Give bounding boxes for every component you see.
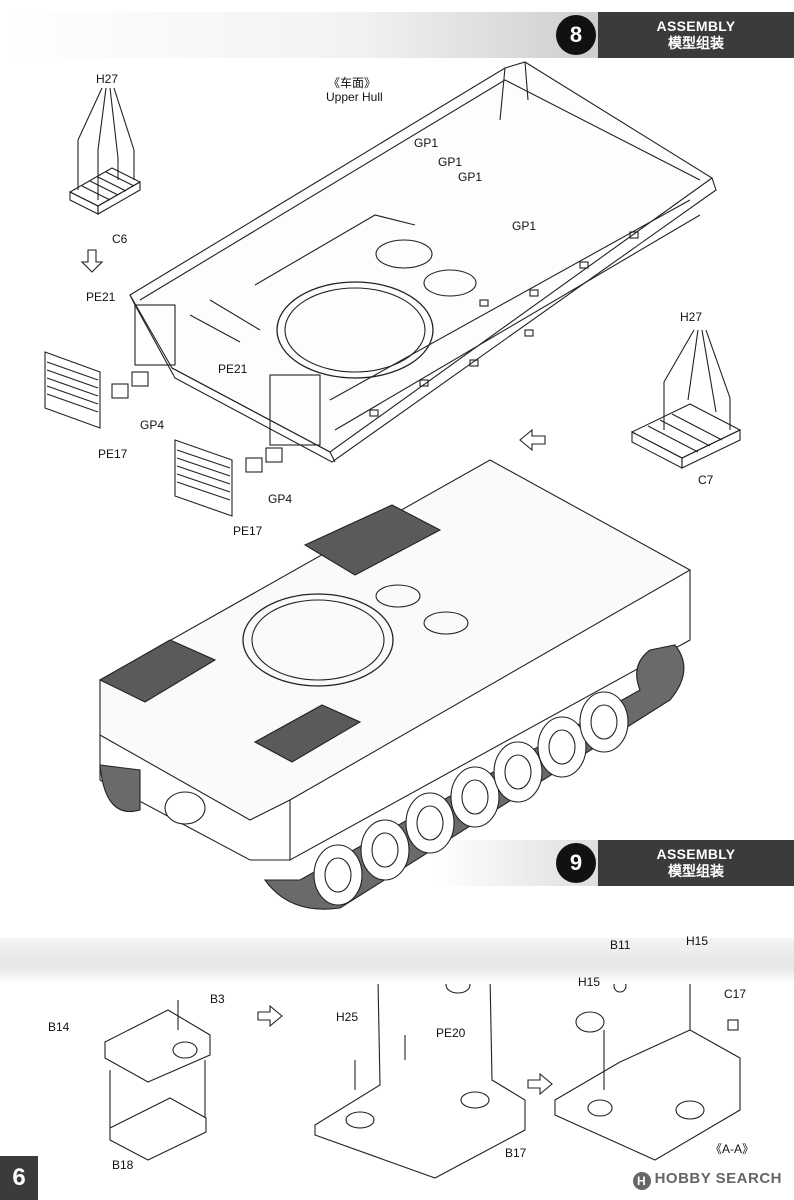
step-9-title: ASSEMBLY 模型组装 xyxy=(598,840,794,886)
label-c7: C7 xyxy=(698,473,714,487)
louvre-pe17-drawings xyxy=(44,351,283,517)
watermark-text: HOBBY SEARCH xyxy=(654,1170,782,1187)
label-gp1-c: GP1 xyxy=(458,170,483,184)
label-b14: B14 xyxy=(48,1020,70,1034)
step-9-part-b14-b18 xyxy=(104,1000,211,1161)
label-gp4-mid: GP4 xyxy=(268,492,293,506)
label-gp1-b: GP1 xyxy=(438,155,463,169)
step-8-title-en: ASSEMBLY xyxy=(656,18,736,34)
label-gp1-a: GP1 xyxy=(414,136,439,150)
label-b11: B11 xyxy=(610,938,631,952)
upper-hull-drawing xyxy=(129,61,717,463)
label-b18: B18 xyxy=(112,1158,134,1172)
label-h15-top: H15 xyxy=(686,934,709,948)
label-upper-hull-en: Upper Hull xyxy=(326,90,383,104)
step-8-title: ASSEMBLY 模型组装 xyxy=(598,12,794,58)
step-8-arrows xyxy=(80,249,546,452)
label-upper-hull-cn: 《车面》 xyxy=(328,76,377,90)
grille-c6-drawing xyxy=(68,87,142,215)
step-9-section-band xyxy=(0,938,794,984)
label-pe17-left: PE17 xyxy=(98,447,128,461)
step-9-title-en: ASSEMBLY xyxy=(656,846,736,862)
label-pe20: PE20 xyxy=(436,1026,466,1040)
label-b17: B17 xyxy=(505,1146,527,1160)
step-9-title-cn: 模型组装 xyxy=(668,863,724,879)
label-gp1-d: GP1 xyxy=(512,219,537,233)
label-pe17-mid: PE17 xyxy=(233,524,263,538)
step-9-arrows xyxy=(257,1004,553,1096)
label-gp4-left: GP4 xyxy=(140,418,165,432)
grille-c7-drawing xyxy=(630,329,742,469)
step-8-title-cn: 模型组装 xyxy=(668,35,724,51)
label-pe21-left: PE21 xyxy=(86,290,116,304)
label-pe21-mid: PE21 xyxy=(218,362,248,376)
label-section-a-a: 《A-A》 xyxy=(710,1142,755,1156)
page-number: 6 xyxy=(0,1156,38,1200)
step-9-number: 9 xyxy=(556,843,596,883)
label-h15-left: H15 xyxy=(578,975,601,989)
label-h25: H25 xyxy=(336,1010,359,1024)
label-c6: C6 xyxy=(112,232,128,246)
step-8-number: 8 xyxy=(556,15,596,55)
hobby-search-logo-icon: H xyxy=(632,1172,651,1190)
label-h27-right: H27 xyxy=(680,310,703,324)
step-9-part-b17 xyxy=(314,949,526,1179)
label-h27-left: H27 xyxy=(96,72,119,86)
label-b3: B3 xyxy=(210,992,225,1006)
label-c17: C17 xyxy=(724,987,747,1001)
